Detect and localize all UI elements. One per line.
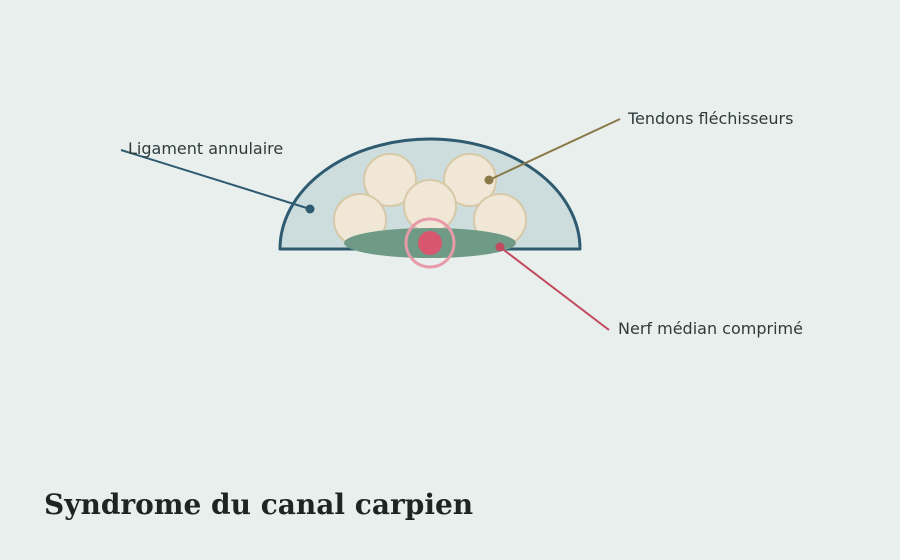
tendons-leader-dot <box>484 175 494 185</box>
ligament-label: Ligament annulaire <box>128 139 283 158</box>
tendons-leader-line <box>488 118 621 181</box>
page-title: Syndrome du canal carpien <box>44 488 474 521</box>
ligament-leader-line <box>120 149 311 210</box>
tendon <box>403 179 457 233</box>
nerve-leader-dot <box>495 242 505 252</box>
tendons-label: Tendons fléchisseurs <box>627 109 793 128</box>
ligament-leader-dot <box>305 204 315 214</box>
nerve-leader-line <box>499 246 610 331</box>
median-nerve <box>418 231 442 255</box>
nerve-label: Nerf médian comprimé <box>618 319 803 338</box>
tendon <box>363 153 417 207</box>
tendon <box>443 153 497 207</box>
nerve-highlight-ring <box>404 217 456 269</box>
